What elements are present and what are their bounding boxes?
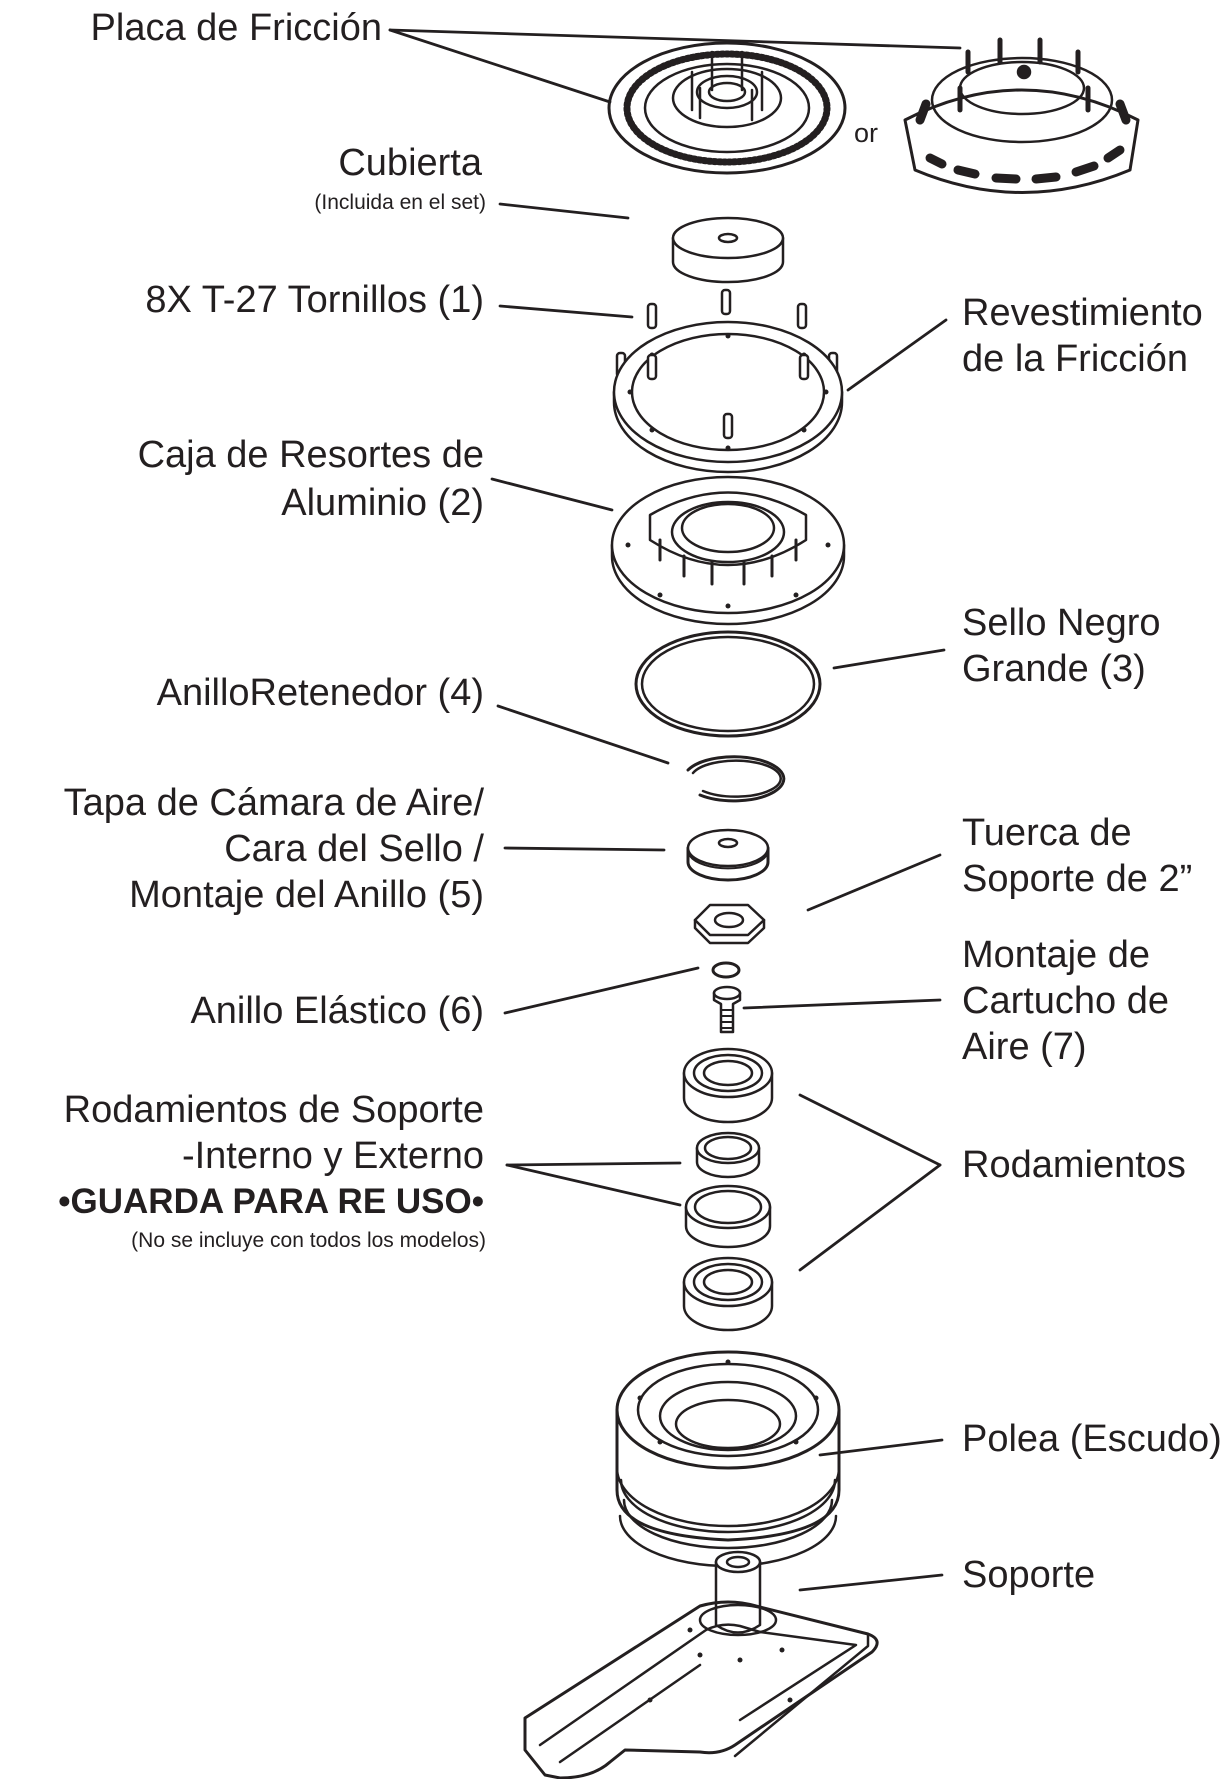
label-tapa-3: Montaje del Anillo (5) — [129, 874, 484, 916]
support-base — [523, 1550, 879, 1779]
label-anillo-elastico: Anillo Elástico (6) — [190, 990, 484, 1032]
air-cartridge — [712, 985, 742, 1034]
label-cubierta-note: (Incluida en el set) — [314, 191, 486, 214]
label-guarda: •GUARDA PARA RE USO• — [58, 1182, 484, 1221]
friction-plate-right — [903, 37, 1140, 194]
bearing-upper — [682, 1047, 774, 1124]
label-montaje-2: Cartucho de — [962, 980, 1170, 1022]
label-montaje-1: Montaje de — [962, 934, 1151, 976]
snap-ring — [711, 961, 741, 979]
label-sello-1: Sello Negro — [962, 602, 1161, 644]
friction-plate-left — [607, 41, 847, 175]
label-tapa-1: Tapa de Cámara de Aire/ — [63, 782, 484, 824]
label-cubierta: Cubierta — [338, 142, 482, 184]
label-placa: Placa de Fricción — [90, 7, 382, 49]
bearing-lower — [682, 1256, 774, 1332]
label-tuerca-1: Tuerca de — [962, 812, 1132, 854]
large-seal — [634, 630, 822, 738]
pulley — [615, 1350, 841, 1568]
label-guarda-note: (No se incluye con todos los modelos) — [131, 1229, 486, 1252]
label-tuerca-2: Soporte de 2” — [962, 858, 1193, 900]
label-sello-2: Grande (3) — [962, 648, 1146, 690]
label-tornillos: 8X T-27 Tornillos (1) — [145, 279, 484, 321]
label-revestimiento-1: Revestimiento — [962, 292, 1203, 334]
support-race-outer — [684, 1184, 772, 1249]
spring-housing — [610, 475, 846, 626]
label-montaje-3: Aire (7) — [962, 1026, 1087, 1068]
friction-lining — [612, 320, 844, 474]
leader-lines — [388, 28, 962, 1592]
label-tapa-2: Cara del Sello / — [224, 828, 484, 870]
air-chamber-cap — [686, 828, 770, 882]
label-soporte: Soporte — [962, 1554, 1096, 1596]
support-nut — [693, 903, 766, 945]
label-caja-1: Caja de Resortes de — [137, 434, 484, 476]
label-caja-2: Aluminio (2) — [281, 482, 484, 524]
label-rod-soporte-1: Rodamientos de Soporte — [63, 1089, 484, 1131]
label-anillo-retenedor: AnilloRetenedor (4) — [156, 672, 484, 714]
cover — [671, 216, 785, 284]
label-revestimiento-2: de la Fricción — [962, 338, 1188, 380]
support-race-inner — [695, 1131, 761, 1179]
label-rod-soporte-2: -Interno y Externo — [181, 1135, 484, 1177]
label-or: or — [854, 118, 879, 148]
label-rodamientos: Rodamientos — [962, 1144, 1186, 1186]
retaining-ring — [686, 755, 786, 803]
label-polea: Polea (Escudo) — [962, 1418, 1222, 1460]
